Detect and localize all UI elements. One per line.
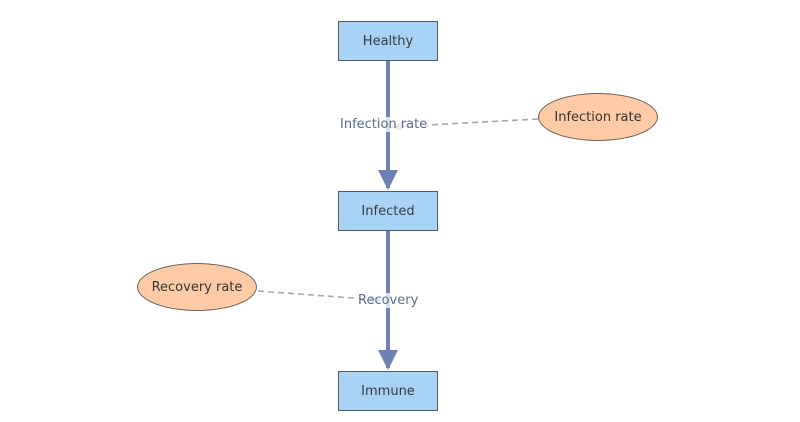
parameter-infection-rate-label: Infection rate bbox=[554, 109, 642, 125]
parameter-infection-rate[interactable]: Infection rate bbox=[538, 93, 658, 141]
stock-infected-label: Infected bbox=[361, 203, 415, 219]
stock-healthy[interactable]: Healthy bbox=[338, 21, 438, 61]
stock-healthy-label: Healthy bbox=[362, 33, 414, 49]
stock-immune[interactable]: Immune bbox=[338, 371, 438, 411]
stock-infected[interactable]: Infected bbox=[338, 191, 438, 231]
parameter-recovery-rate[interactable]: Recovery rate bbox=[137, 263, 257, 311]
flow-infection-label[interactable]: Infection rate bbox=[339, 117, 429, 132]
flow-recovery-label[interactable]: Recovery bbox=[357, 293, 420, 308]
stock-immune-label: Immune bbox=[361, 383, 415, 399]
parameter-recovery-rate-label: Recovery rate bbox=[151, 279, 243, 295]
